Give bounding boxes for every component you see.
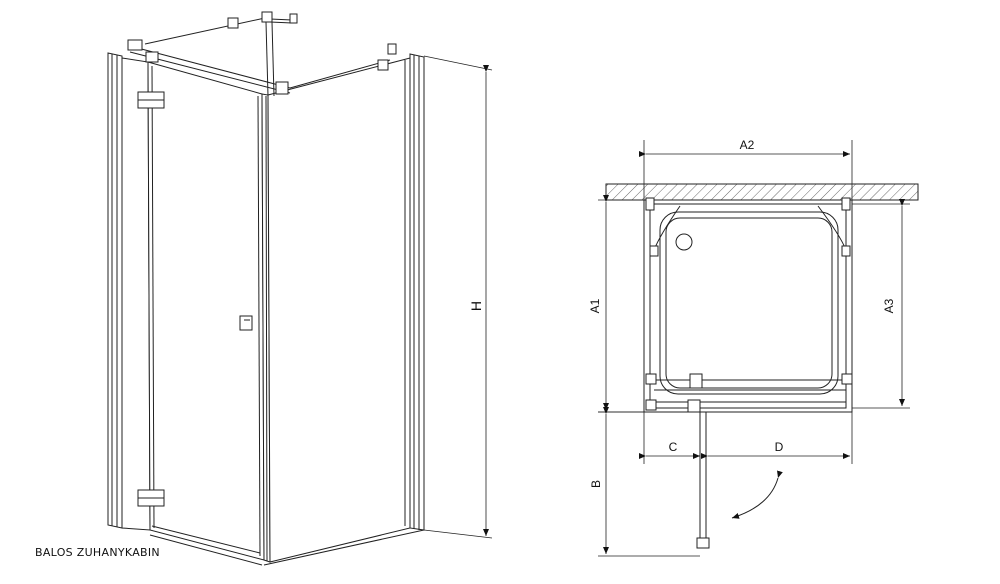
a3-dimension	[852, 199, 910, 409]
open-door	[696, 412, 710, 549]
dimension-label-h: H	[468, 301, 484, 311]
left-wall-profile	[107, 52, 123, 529]
a2-dimension	[639, 140, 853, 200]
tray-basin	[659, 211, 839, 395]
door-handle	[239, 315, 253, 331]
dimension-label-a1: A1	[588, 298, 602, 313]
plan-view	[605, 183, 919, 549]
height-dimension	[423, 55, 493, 539]
hinged-door-panel	[121, 57, 265, 561]
floor-line	[149, 534, 263, 566]
c-dimension	[639, 412, 853, 464]
right-wall-profile	[409, 53, 425, 531]
dimension-label-a2: A2	[740, 138, 755, 152]
a1-dimension	[598, 195, 644, 413]
perspective-view	[107, 11, 425, 566]
dimension-label-c: C	[669, 440, 678, 454]
dimension-label-b: B	[589, 480, 603, 488]
door-hinges	[137, 91, 165, 507]
dimension-label-a3: A3	[882, 298, 896, 313]
b-dimension	[598, 407, 700, 557]
door-swing-arrow	[731, 470, 783, 519]
dimension-label-d: D	[775, 440, 784, 454]
stabilizer-bars	[127, 11, 397, 97]
shower-tray	[643, 199, 853, 413]
product-caption: BALOS ZUHANYKABIN	[35, 546, 160, 559]
side-panel	[267, 57, 411, 563]
drain-icon	[675, 233, 693, 251]
